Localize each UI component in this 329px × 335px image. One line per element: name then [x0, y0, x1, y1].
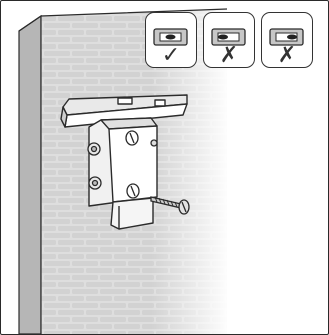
check-icon: ✓ [146, 45, 196, 67]
wall-side [19, 16, 41, 334]
level-indicator-tilted-right: ✗ [261, 12, 313, 68]
cross-icon: ✗ [204, 45, 254, 67]
level-indicator-correct: ✓ [145, 12, 197, 68]
level-indicator-tilted-left: ✗ [203, 12, 255, 68]
cross-icon: ✗ [262, 45, 312, 67]
